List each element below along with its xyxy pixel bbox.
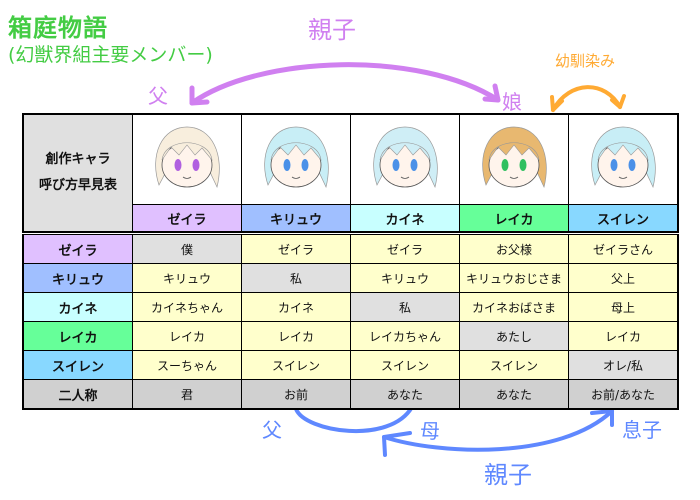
table-corner-label: 創作キャラ 呼び方早見表 <box>22 113 133 232</box>
table-cell: カイネ <box>241 292 351 322</box>
table-cell: ゼイラ <box>350 233 460 264</box>
column-header-2: カイネ <box>350 204 460 232</box>
portrait-cell <box>459 113 569 205</box>
childhood-friends-arrow <box>550 85 626 112</box>
table-cell: カイネおばさま <box>459 292 569 322</box>
table-cell: お前/あなた <box>568 379 679 410</box>
portrait-cell <box>132 113 242 205</box>
second-person-row: 二人称君お前あなたあなたお前/あなた <box>22 379 679 410</box>
character-portrait-icon <box>155 126 220 189</box>
table-cell: 君 <box>132 379 242 410</box>
table-row: カイネカイネちゃんカイネ私カイネおばさま母上 <box>22 292 679 322</box>
page-subtitle: (幻獣界組主要メンバー) <box>8 44 213 66</box>
row-header: キリュウ <box>22 263 133 293</box>
corner-line-2: 呼び方早見表 <box>38 178 117 193</box>
table-cell: キリュウ <box>350 263 460 293</box>
table-cell: カイネちゃん <box>132 292 242 322</box>
row-header: レイカ <box>22 321 133 351</box>
table-row: ゼイラ僕ゼイラゼイラお父様ゼイラさん <box>22 233 679 264</box>
character-portrait-icon <box>373 126 438 189</box>
table-cell: レイカちゃん <box>350 321 460 351</box>
table-cell: スーちゃん <box>132 350 242 380</box>
address-table: 創作キャラ 呼び方早見表 <box>22 113 679 410</box>
table-cell: ゼイラ <box>241 233 351 264</box>
row-header: ゼイラ <box>22 233 133 264</box>
table-cell: お父様 <box>459 233 569 264</box>
table-cell: キリュウおじさま <box>459 263 569 293</box>
column-header-0: ゼイラ <box>132 204 242 232</box>
table-cell: あなた <box>350 379 460 410</box>
table-cell: あなた <box>459 379 569 410</box>
table-cell: 僕 <box>132 233 242 264</box>
table-cell: レイカ <box>132 321 242 351</box>
table-cell: 私 <box>241 263 351 293</box>
column-header-1: キリュウ <box>241 204 351 232</box>
table-row: スイレンスーちゃんスイレンスイレンスイレンオレ/私 <box>22 350 679 380</box>
character-portrait-icon <box>591 126 656 189</box>
table-cell: 私 <box>350 292 460 322</box>
table-row: レイカレイカレイカレイカちゃんあたしレイカ <box>22 321 679 351</box>
table-cell: レイカ <box>241 321 351 351</box>
annotation-parent-child-top: 親子 <box>308 16 356 44</box>
row-header: 二人称 <box>22 379 133 410</box>
table-cell: ゼイラさん <box>568 233 679 264</box>
table-cell: 父上 <box>568 263 679 293</box>
table-cell: スイレン <box>459 350 569 380</box>
table-cell: スイレン <box>350 350 460 380</box>
row-header: カイネ <box>22 292 133 322</box>
character-portrait-icon <box>482 126 547 189</box>
page-title: 箱庭物語 <box>8 14 108 42</box>
table-cell: キリュウ <box>132 263 242 293</box>
column-header-3: レイカ <box>459 204 569 232</box>
parent-child-arrow-top <box>189 62 501 106</box>
parent-child-arrow-bottom <box>294 405 614 457</box>
table-cell: お前 <box>241 379 351 410</box>
table-row: キリュウキリュウ私キリュウキリュウおじさま父上 <box>22 263 679 293</box>
portrait-cell <box>350 113 460 205</box>
table-cell: レイカ <box>568 321 679 351</box>
row-header: スイレン <box>22 350 133 380</box>
annotation-mother: 母 <box>420 419 440 443</box>
table-cell: 母上 <box>568 292 679 322</box>
table-cell: スイレン <box>241 350 351 380</box>
annotation-parent-child-bottom: 親子 <box>484 461 532 489</box>
character-portrait-icon <box>264 126 329 189</box>
table-cell: あたし <box>459 321 569 351</box>
annotation-son: 息子 <box>622 418 662 442</box>
portrait-cell <box>241 113 351 205</box>
annotation-daughter: 娘 <box>502 90 522 114</box>
portrait-cell <box>568 113 679 205</box>
table-cell: オレ/私 <box>568 350 679 380</box>
annotation-father-bottom: 父 <box>262 418 282 442</box>
corner-line-1: 創作キャラ <box>45 152 111 167</box>
annotation-childhood-friends: 幼馴染み <box>555 52 616 70</box>
annotation-father-top: 父 <box>148 84 168 108</box>
column-header-4: スイレン <box>568 204 679 232</box>
